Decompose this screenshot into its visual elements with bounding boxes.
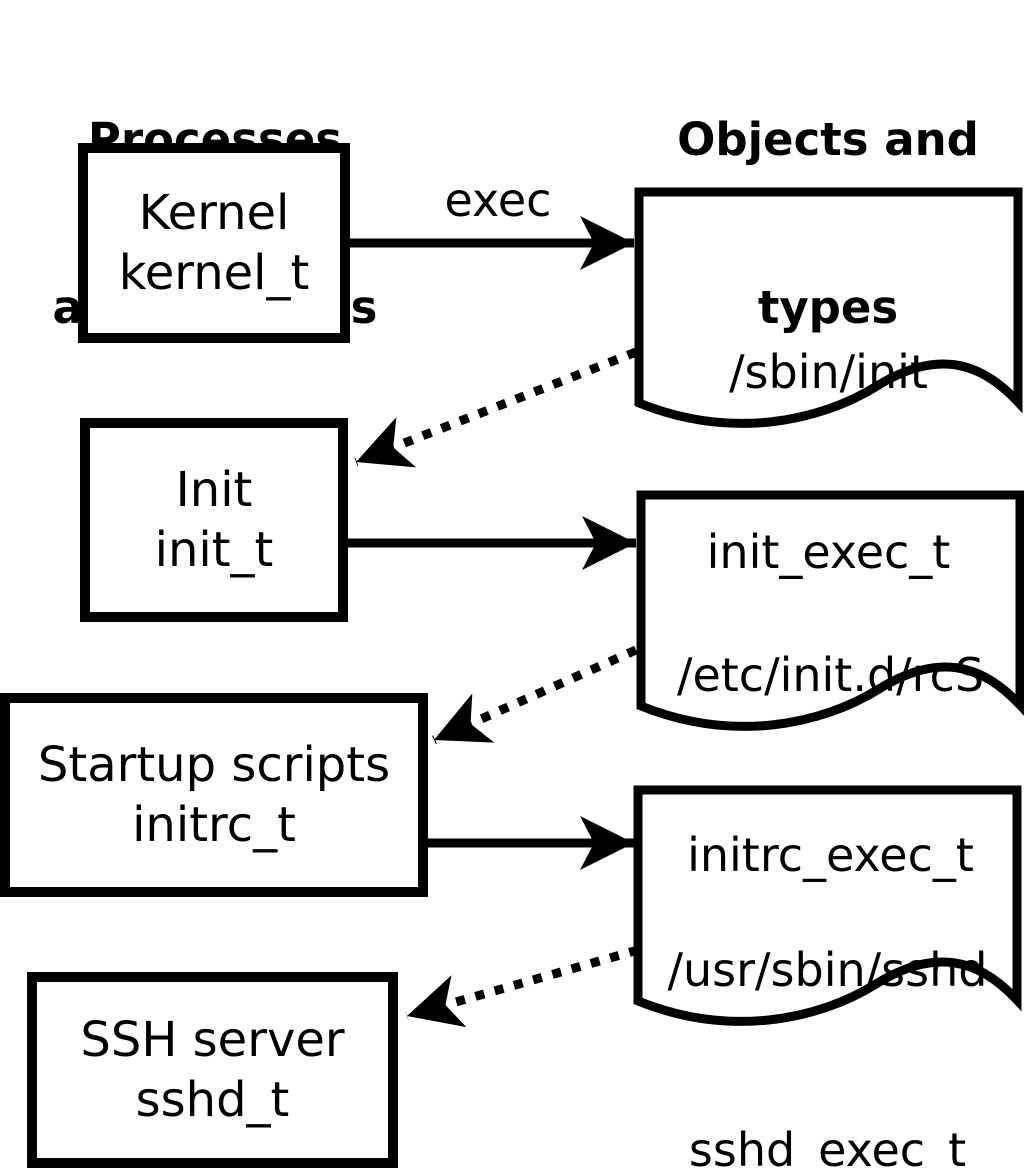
process-name: Init: [175, 462, 253, 518]
process-name: Kernel: [138, 185, 290, 241]
process-domain: initrc_t: [132, 797, 296, 853]
edge-label-exec: exec: [444, 173, 552, 227]
process-box-ssh-server: SSH server sshd_t: [27, 972, 398, 1168]
object-type: init_exec_t: [706, 525, 951, 579]
object-path: /sbin/init: [729, 345, 928, 399]
object-path: /usr/sbin/sshd: [667, 943, 988, 997]
transition-arrow-rcs-to-startup: [432, 645, 638, 745]
process-box-startup-scripts: Startup scripts initrc_t: [0, 693, 428, 897]
heading-line: Objects and: [677, 113, 979, 166]
object-path: /etc/init.d/rcS: [676, 648, 985, 702]
object-label-usr-sbin-sshd: /usr/sbin/sshd sshd_exec_t: [638, 820, 1017, 1173]
column-heading-objects: Objects and types: [638, 0, 1018, 448]
transition-arrow-sshd-exec-to-sshd: [405, 945, 640, 1028]
process-name: SSH server: [80, 1012, 345, 1068]
document-shape-sbin-init: [634, 187, 1023, 428]
process-domain: sshd_t: [135, 1072, 290, 1128]
process-box-init: Init init_t: [80, 418, 348, 622]
process-box-kernel: Kernel kernel_t: [78, 143, 350, 343]
document-shape-etc-initd-rcs: [636, 490, 1024, 731]
process-domain: kernel_t: [118, 245, 310, 301]
process-name: Startup scripts: [37, 737, 391, 793]
object-label-sbin-init: /sbin/init init_exec_t: [639, 222, 1018, 702]
object-label-etc-initd-rcs: /etc/init.d/rcS initrc_exec_t: [641, 525, 1020, 1005]
object-type: sshd_exec_t: [688, 1123, 967, 1173]
object-type: initrc_exec_t: [687, 828, 974, 882]
heading-line: types: [757, 281, 899, 334]
document-shape-usr-sbin-sshd: [633, 785, 1022, 1026]
process-domain: init_t: [154, 522, 274, 578]
